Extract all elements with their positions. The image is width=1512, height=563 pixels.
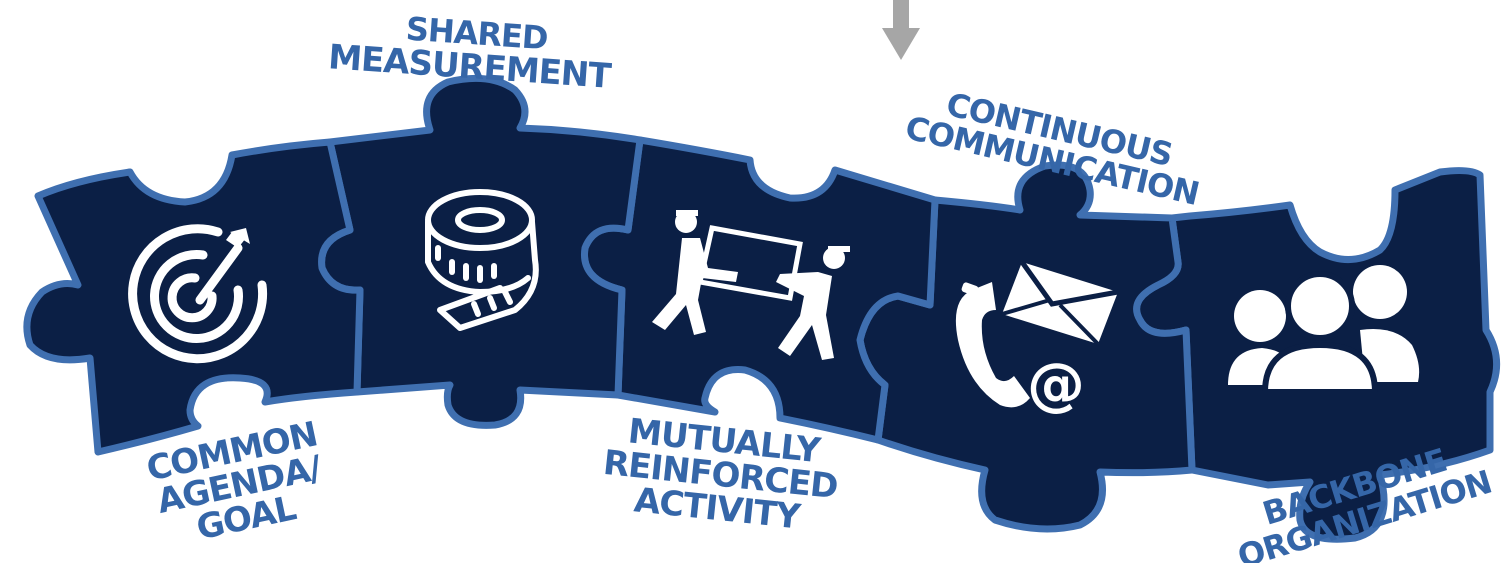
svg-text:@: @ bbox=[1027, 350, 1085, 418]
down-arrow-icon bbox=[882, 0, 920, 60]
measuring-tape-icon bbox=[425, 189, 539, 331]
label-mutually-reinforced-activity: MUTUALLY REINFORCED ACTIVITY bbox=[601, 411, 839, 537]
phone-envelope-at-sign-icon: @ bbox=[955, 260, 1119, 418]
puzzle-piece-common-agenda-goal bbox=[23, 138, 364, 456]
target-with-arrow-icon bbox=[128, 224, 268, 364]
two-people-carrying-box-icon bbox=[652, 210, 850, 360]
group-of-people-icon bbox=[1228, 265, 1420, 395]
puzzle-piece-continuous-communication bbox=[856, 161, 1196, 533]
label-shared-measurement: SHARED MEASUREMENT bbox=[327, 10, 613, 97]
